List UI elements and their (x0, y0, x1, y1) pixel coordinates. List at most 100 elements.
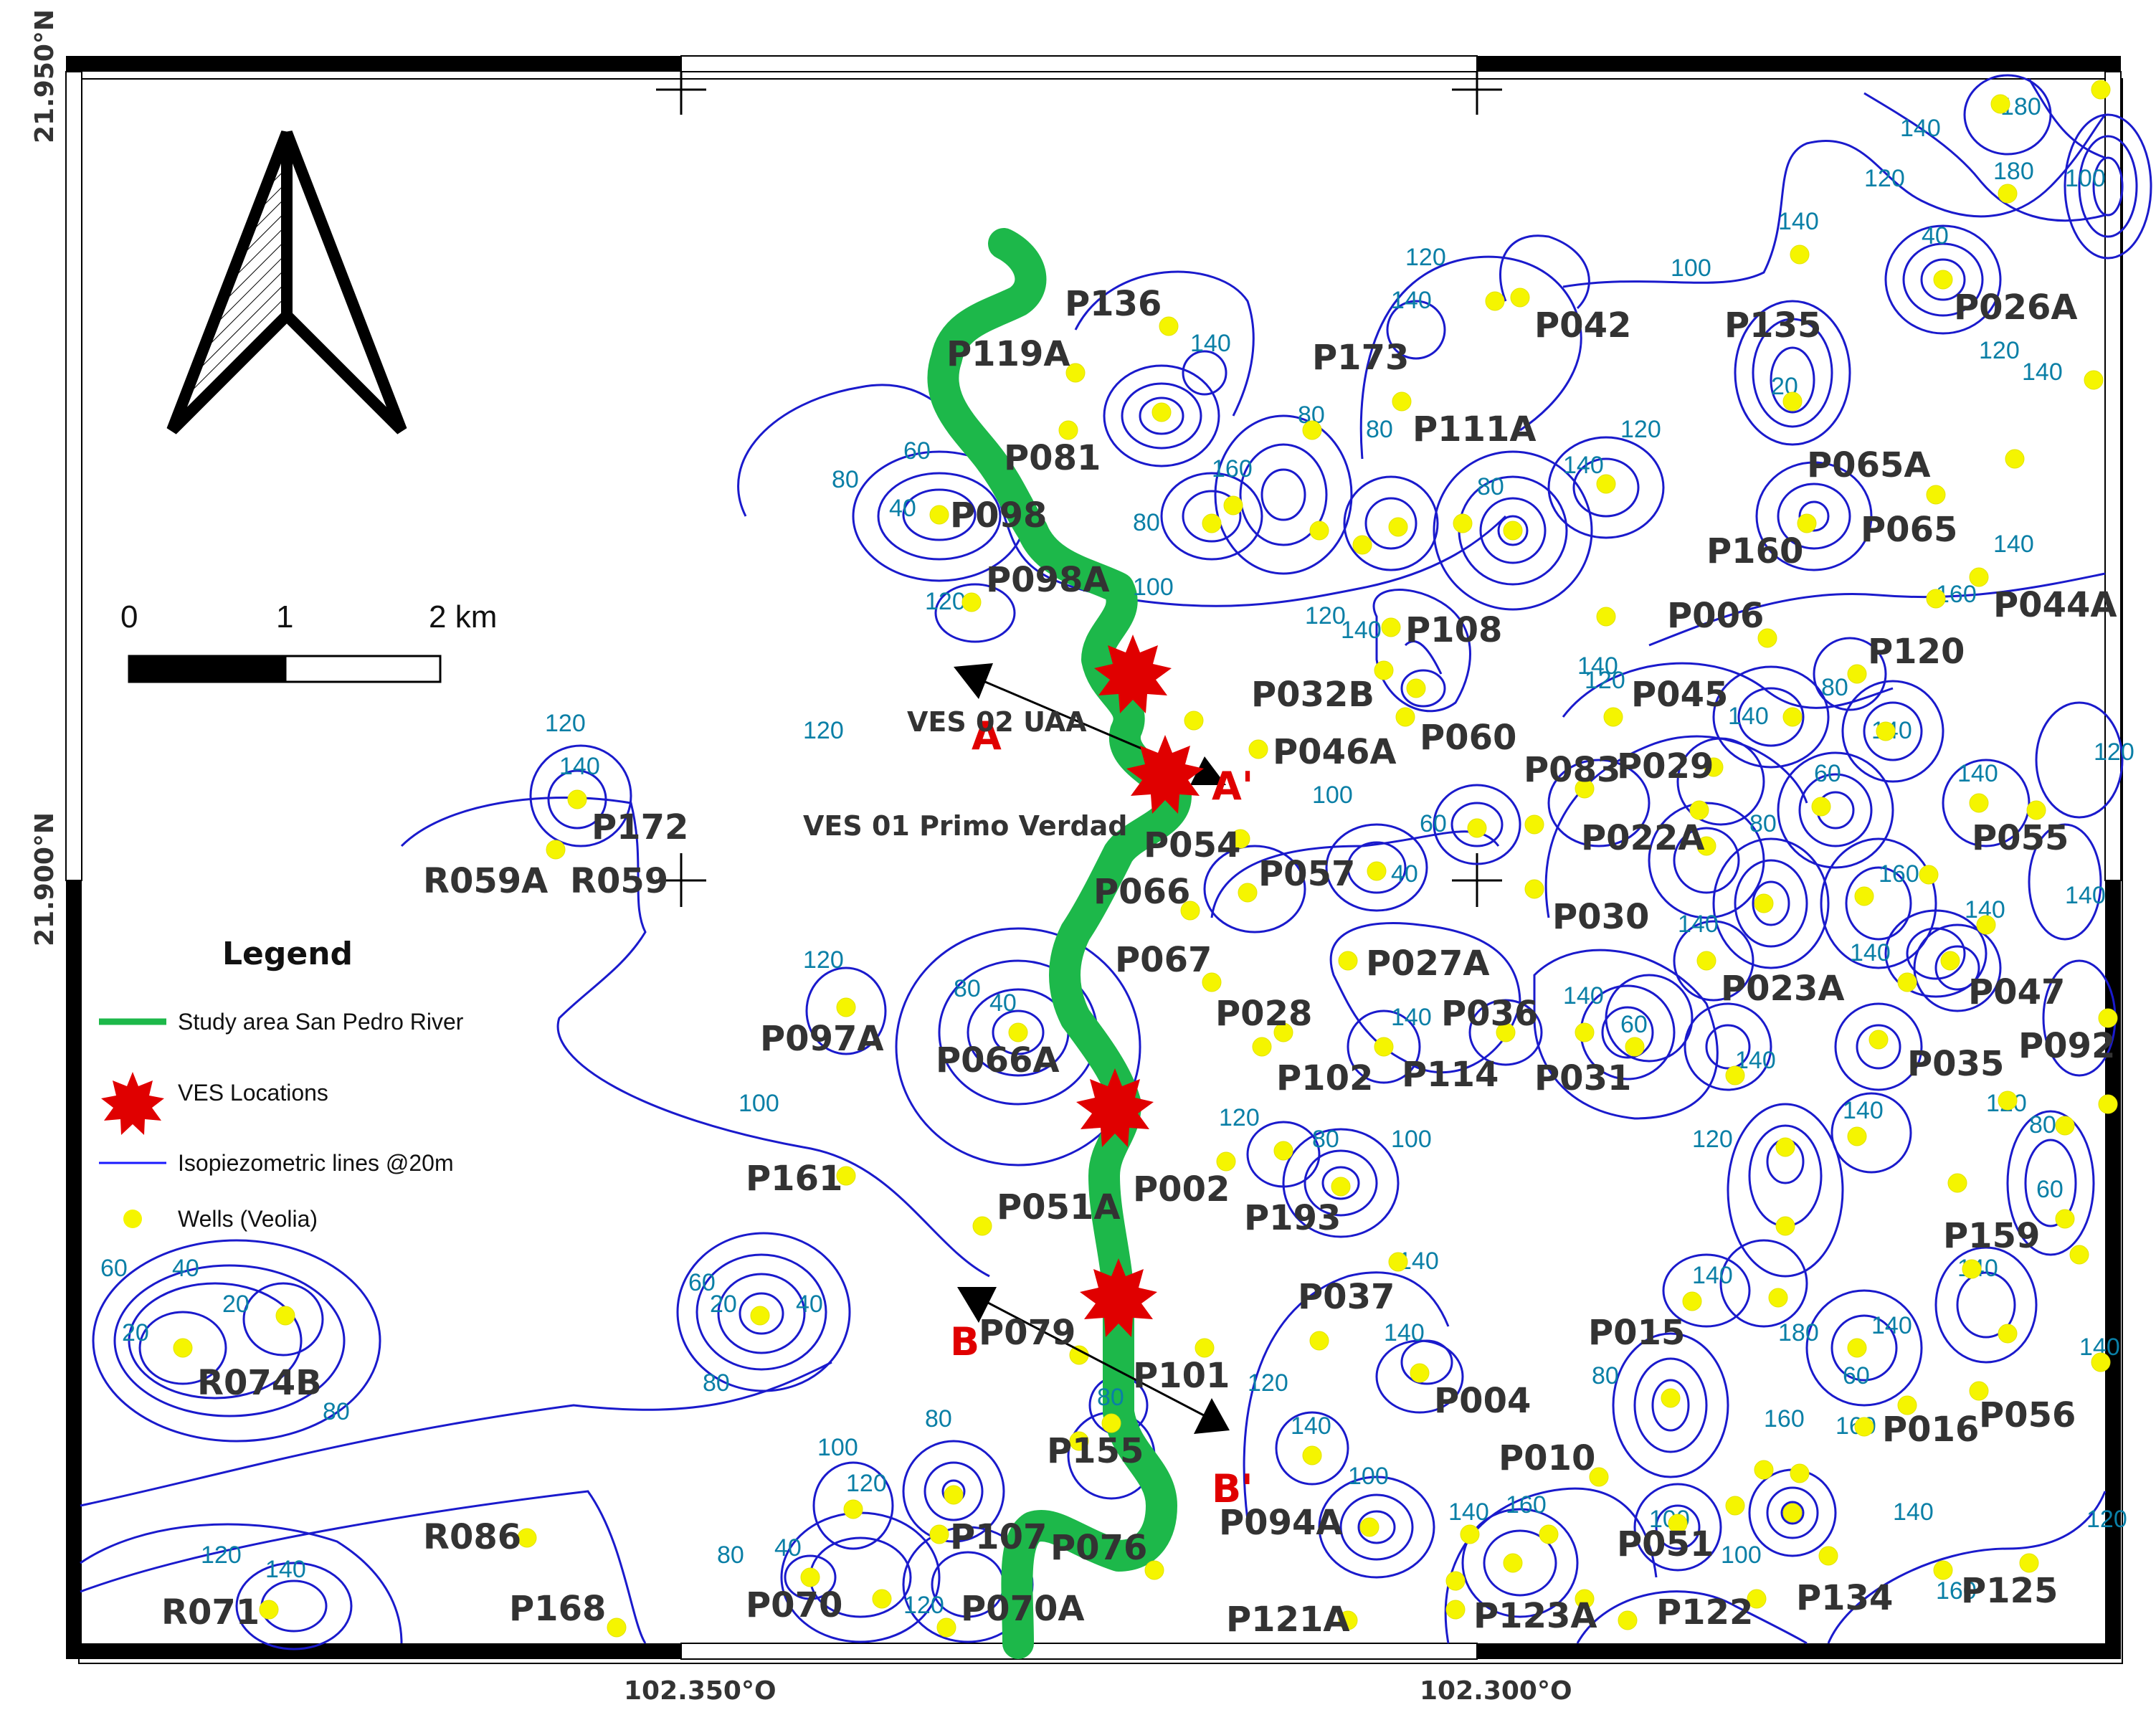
well-label: P032B (1251, 675, 1374, 715)
contour-label: 60 (903, 437, 931, 465)
well-point (1524, 814, 1544, 835)
scale-label-1: 1 (276, 599, 293, 635)
contour-label: 140 (1871, 1312, 1912, 1339)
well-point (1696, 951, 1716, 971)
contour-label: 80 (1749, 810, 1777, 837)
well-point (1976, 915, 1996, 935)
contour-label: 180 (1778, 1319, 1819, 1346)
contour-label: 80 (832, 466, 859, 493)
well-point (2019, 1553, 2039, 1573)
contour-label: 140 (1448, 1498, 1489, 1526)
well-label: P081 (1004, 438, 1101, 478)
well-label: P023A (1721, 969, 1845, 1009)
contour-label: 120 (2094, 738, 2134, 766)
contour-label: 80 (925, 1405, 952, 1433)
well-label: P002 (1133, 1169, 1230, 1210)
legend-item-river: Study area San Pedro River (178, 1009, 464, 1035)
well-point (944, 1485, 964, 1505)
well-label: P055 (1972, 818, 2069, 858)
well-label: P030 (1552, 897, 1649, 937)
well-point (1392, 391, 1412, 412)
well-point (1223, 495, 1243, 516)
contour-label: 120 (1248, 1369, 1288, 1397)
contour-label: 180 (1993, 158, 2034, 185)
ves-star (1080, 1258, 1157, 1337)
well-point (1782, 1503, 1803, 1523)
well-label: P134 (1796, 1578, 1893, 1618)
well-label: P135 (1724, 305, 1821, 346)
contour-label: 80 (1097, 1384, 1124, 1411)
contour-label: 100 (1133, 574, 1174, 601)
contour-label: 100 (739, 1090, 779, 1117)
contour-label: 140 (1190, 330, 1231, 357)
well-point (1689, 800, 1709, 820)
well-label: P098A (986, 560, 1110, 600)
well-point (1811, 797, 1831, 817)
lat-label-top: 21.950°N (30, 9, 60, 143)
well-point (1338, 951, 1358, 971)
well-label: R059A (423, 861, 548, 901)
well-point (1797, 513, 1817, 533)
well-label: P057 (1258, 854, 1355, 894)
ves-label-01: VES 01 Primo Verdad (803, 810, 1128, 842)
contour-label: 120 (1979, 337, 2020, 364)
well-label: P079 (979, 1313, 1075, 1353)
contour-label: 140 (559, 753, 600, 780)
contour-label: 100 (1391, 1126, 1432, 1153)
well-point (1589, 1467, 1609, 1487)
well-point (1775, 1137, 1795, 1157)
contour-label: 80 (1477, 473, 1504, 500)
well-label: P066A (936, 1040, 1060, 1080)
contour-label: 60 (2036, 1176, 2064, 1203)
well-point (1445, 1571, 1466, 1591)
well-point (1302, 1445, 1322, 1465)
well-point (1184, 711, 1204, 731)
contour-label: 60 (1420, 810, 1447, 837)
well-point (1273, 1022, 1293, 1042)
contour-label: 60 (1620, 1011, 1648, 1038)
well-point (1768, 1288, 1788, 1308)
contour-label: 80 (1312, 1126, 1339, 1153)
contour-label: 40 (989, 989, 1017, 1017)
well-point (1847, 1126, 1867, 1146)
well-point (1790, 244, 1810, 265)
well-point (1704, 757, 1724, 777)
contour-label: 120 (1219, 1104, 1260, 1131)
well-label: P111A (1412, 409, 1537, 450)
well-point (2091, 80, 2111, 100)
lon-label-left: 102.350°O (624, 1676, 777, 1706)
well-point (546, 840, 566, 860)
ves-star (1076, 1068, 1154, 1147)
well-point (1503, 1553, 1523, 1573)
well-point (1539, 1524, 1559, 1544)
contour-label: 100 (2065, 165, 2106, 192)
well-point (1445, 1600, 1466, 1620)
contour-label: 140 (1692, 1262, 1733, 1289)
san-pedro-river (927, 228, 1192, 1659)
well-point (1467, 818, 1487, 838)
well-point (1101, 1413, 1121, 1433)
well-label: P121A (1226, 1600, 1350, 1640)
well-point (1876, 721, 1896, 741)
well-point (1947, 1173, 1967, 1193)
well-point (1926, 589, 1946, 609)
contour-label: 120 (1692, 1126, 1733, 1153)
well-point (836, 1166, 856, 1186)
well-point (1331, 1177, 1351, 1197)
well-point (1273, 1141, 1293, 1161)
well-label: P114 (1402, 1055, 1499, 1095)
contour-label: 140 (1993, 531, 2034, 558)
well-point (1352, 535, 1372, 555)
contour-label: 100 (1312, 782, 1353, 809)
well-point (1775, 1216, 1795, 1236)
contour-label: 120 (1305, 602, 1346, 630)
well-point (1990, 94, 2010, 114)
well-label: P027A (1366, 944, 1490, 984)
contour-label: 60 (100, 1255, 128, 1282)
contour-label: 140 (1843, 1097, 1884, 1124)
well-point (1596, 474, 1616, 494)
well-label: P193 (1244, 1198, 1341, 1238)
well-point (1524, 879, 1544, 899)
well-point (1410, 1363, 1430, 1383)
well-point (1757, 628, 1777, 648)
